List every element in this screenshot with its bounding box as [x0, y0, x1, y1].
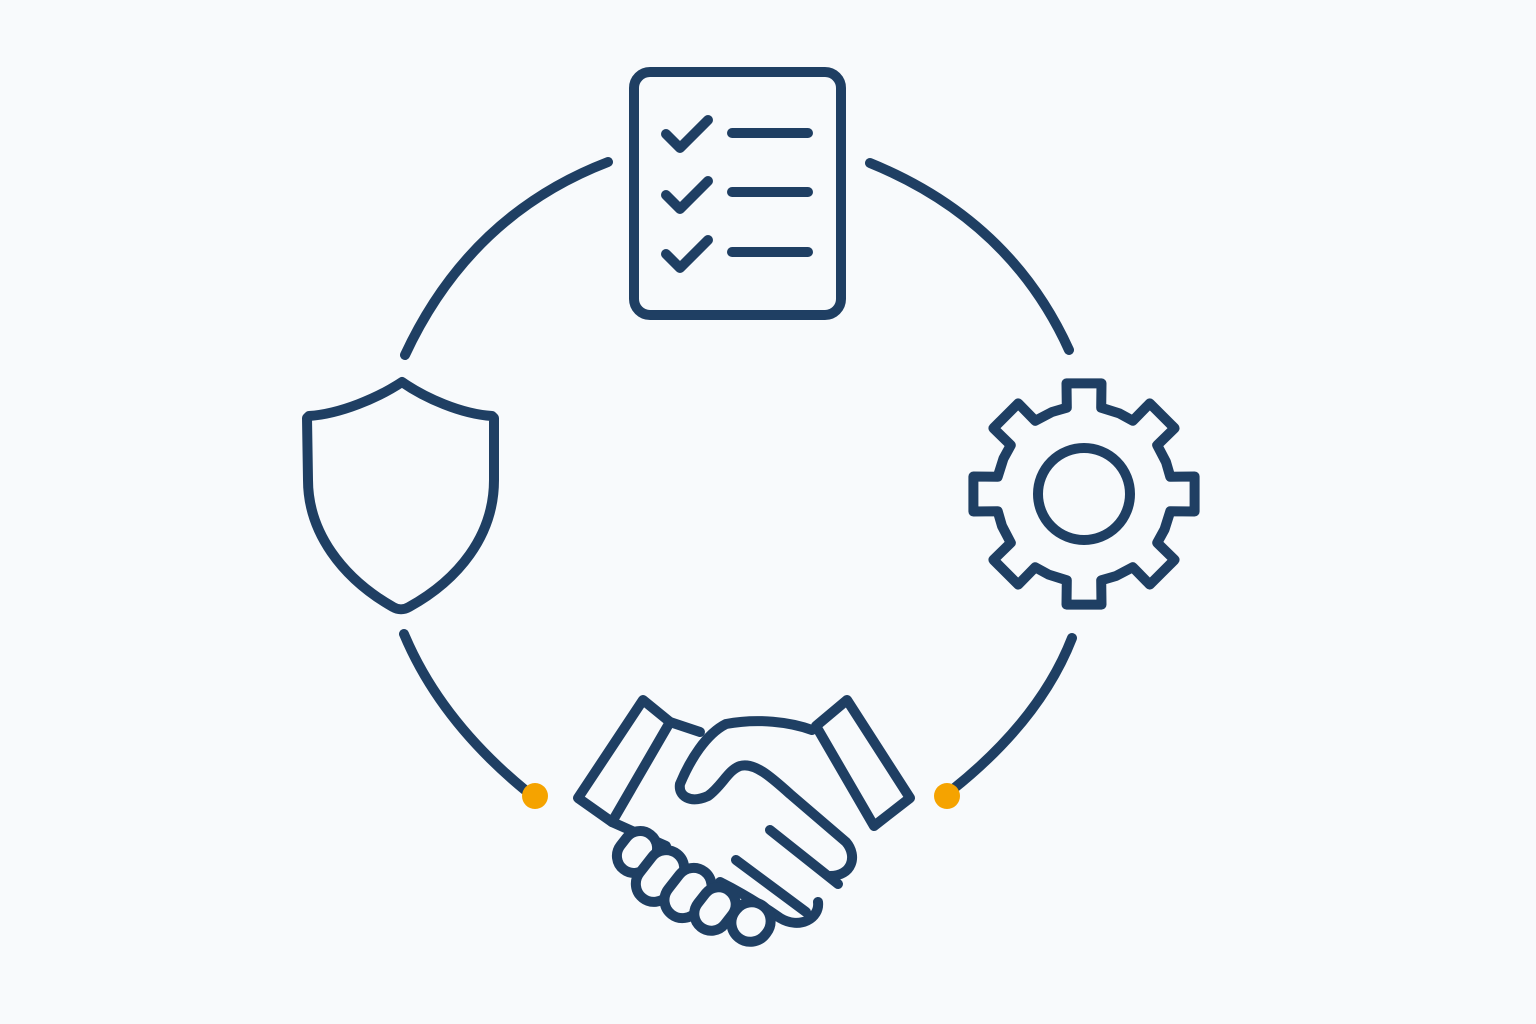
right-hand	[674, 716, 858, 881]
arc-bottom-right	[947, 633, 1077, 795]
gear-hub	[1033, 443, 1135, 545]
checklist-page	[629, 67, 846, 320]
check-mark-2	[661, 176, 713, 214]
right-finger-1	[765, 825, 843, 889]
knuckle-5	[726, 897, 776, 947]
palm-link	[715, 877, 824, 928]
arc-top-right	[865, 158, 1074, 355]
connector-dot-left	[522, 783, 548, 809]
connector-dot-right	[934, 783, 960, 809]
check-mark-1	[661, 115, 713, 153]
handshake-icon	[573, 695, 915, 947]
left-sleeve	[573, 695, 675, 827]
right-finger-2	[731, 855, 811, 917]
check-mark-3	[661, 235, 713, 273]
shield-outline	[302, 377, 499, 615]
gear-icon	[968, 378, 1200, 610]
checklist-icon	[629, 67, 846, 320]
arc-bottom-left	[399, 629, 530, 795]
right-sleeve	[811, 695, 915, 831]
left-hand-wrist	[665, 717, 705, 737]
gear-outline	[968, 378, 1200, 610]
arc-top-left	[400, 157, 613, 360]
shield-icon	[302, 377, 499, 615]
cycle-arcs	[399, 157, 1077, 795]
